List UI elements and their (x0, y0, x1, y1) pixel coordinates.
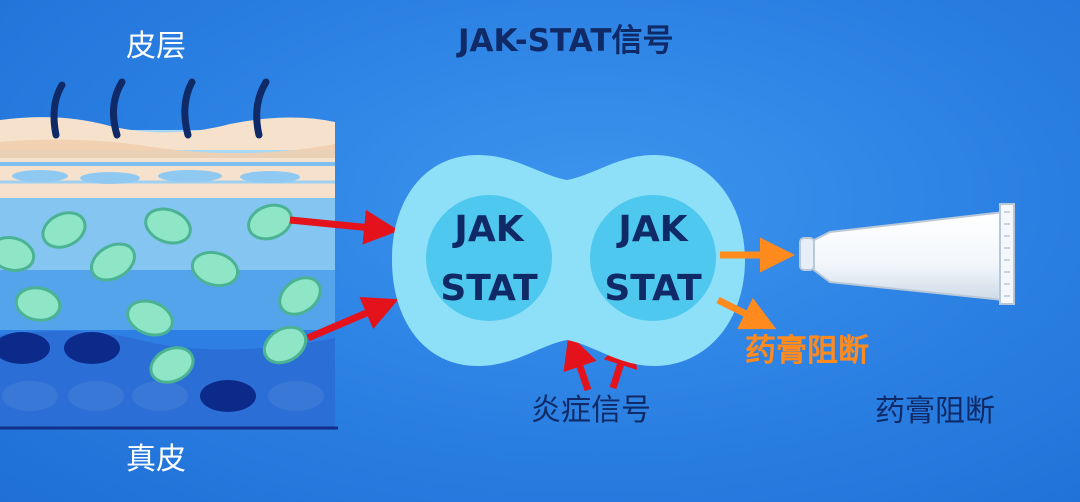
dermis-label: 真皮 (126, 442, 186, 477)
red-arrow-upper (289, 209, 399, 245)
skin-cell-icon (0, 203, 322, 384)
jak-stat-cells (392, 155, 745, 366)
cell-right-jak: JAK (618, 209, 688, 250)
epidermis-label: 皮层 (126, 29, 186, 64)
cell-left-stat: STAT (440, 268, 538, 309)
cell-right-stat: STAT (604, 268, 702, 309)
ointment-block-label-dark: 药膏阻断 (875, 394, 995, 429)
ointment-block-label-orange: 药膏阻断 (745, 333, 869, 369)
diagram-title: JAK-STAT信号 (458, 23, 674, 59)
red-arrow-lower (306, 296, 399, 342)
inflammation-label: 炎症信号 (531, 393, 651, 428)
hair-icon (50, 78, 270, 139)
ointment-tube-icon (799, 203, 1015, 305)
orange-arrow-down (716, 296, 777, 330)
inflammation-arrow-left (563, 333, 597, 392)
cell-left-jak: JAK (454, 209, 524, 250)
